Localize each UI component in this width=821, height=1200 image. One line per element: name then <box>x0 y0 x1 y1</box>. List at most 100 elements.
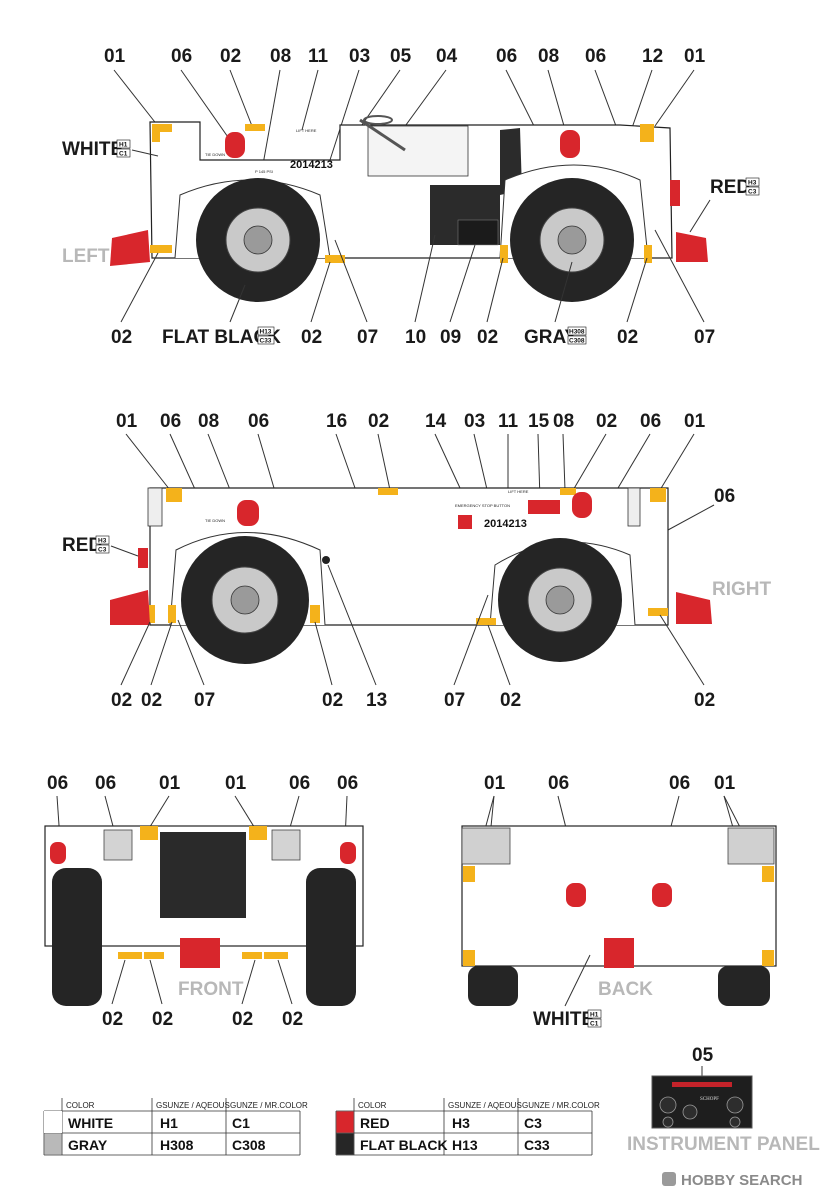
right-rear-hub <box>545 585 575 615</box>
t2-header-aqueous: GSUNZE / AQEOUS <box>448 1101 522 1110</box>
left-serial-number: 2014213 <box>290 159 333 171</box>
right-decal-02c <box>147 605 155 623</box>
callout-right-top-4: 06 <box>248 411 269 432</box>
t1-swatch-white <box>44 1111 62 1133</box>
t1-header-color: COLOR <box>66 1101 95 1110</box>
right-serial-number: 2014213 <box>484 518 527 530</box>
right-decal-02e <box>310 605 320 623</box>
left-stencil-lift: LIFT HERE <box>296 128 317 133</box>
front-lamp-left <box>103 829 133 861</box>
instrument-panel-inset: 05 SCHOPF INSTRUMENT PANEL <box>627 1045 820 1155</box>
right-decal-02f <box>476 618 496 625</box>
callout-left-top-6: 03 <box>349 46 370 67</box>
callout-right-top-10: 15 <box>528 411 550 432</box>
t2-row2-aqueous: H13 <box>452 1137 478 1153</box>
t1-row2-color: GRAY <box>68 1137 108 1153</box>
callout-left-top-4: 08 <box>270 46 291 67</box>
back-tie-down-right <box>652 883 672 907</box>
right-stencil-emergency: EMERGENCY STOP BUTTON <box>455 503 510 508</box>
left-stencil-tie: TIE DOWN <box>205 152 225 157</box>
callout-front-top-1: 06 <box>47 773 68 794</box>
callout-instrument: 05 <box>692 1045 714 1066</box>
gauge-3 <box>682 1104 698 1120</box>
right-red-plate <box>528 500 560 514</box>
callout-front-top-2: 06 <box>95 773 116 794</box>
t2-swatch-black <box>336 1133 354 1155</box>
callout-left-top-2: 06 <box>171 46 192 67</box>
callout-left-top-5: 11 <box>308 46 329 67</box>
gauge-5 <box>729 1116 741 1128</box>
flat-black-code-c: C33 <box>260 338 272 345</box>
left-steering-column <box>359 118 406 152</box>
left-view: 01 06 02 08 11 03 05 04 06 08 06 12 01 <box>62 46 760 348</box>
left-tie-down-rear <box>560 130 580 158</box>
right-tie-down-front <box>237 500 259 526</box>
right-front-lamp <box>147 487 163 527</box>
right-red-light <box>138 548 148 568</box>
front-view: 06 06 01 01 06 06 FRONT 02 02 02 <box>44 773 364 1030</box>
t2-row1-color: RED <box>360 1115 390 1131</box>
back-lamp-left <box>461 827 511 865</box>
right-front-hub <box>230 585 260 615</box>
callout-front-top-4: 01 <box>225 773 247 794</box>
t2-swatch-red <box>336 1111 354 1133</box>
left-stencil-psi: P 145 PSI <box>255 169 273 174</box>
left-decal-01a <box>152 124 172 132</box>
back-tow-hitch <box>604 938 634 968</box>
right-stencil-lift: LIFT HERE <box>508 489 529 494</box>
t1-row1-mrcolor: C1 <box>232 1115 250 1131</box>
right-tow-hitch-front <box>110 590 150 625</box>
t1-swatch-gray <box>44 1133 62 1155</box>
left-white-code-c: C1 <box>119 151 128 158</box>
callout-right-bottom-8: 02 <box>694 690 715 711</box>
back-decal-01c <box>463 950 475 966</box>
callout-left-bottom-7: 02 <box>617 327 638 348</box>
back-decal-01b <box>762 866 774 882</box>
right-red-code-h: H3 <box>98 538 107 545</box>
watermark-text: HOBBY SEARCH <box>681 1172 802 1189</box>
color-table-1: COLOR GSUNZE / AQEOUS GUNZE / MR.COLOR W… <box>43 1098 308 1156</box>
right-red-code-c: C3 <box>98 547 107 554</box>
right-decal-02g <box>648 608 668 616</box>
callout-right-bottom-1: 02 <box>111 690 132 711</box>
back-tie-down-left <box>566 883 586 907</box>
back-white-label: WHITE <box>533 1009 594 1030</box>
right-view: 01 06 08 06 16 02 14 03 11 15 08 02 06 0… <box>62 411 772 711</box>
callout-right-bottom-7: 02 <box>500 690 521 711</box>
callout-right-bottom-5: 13 <box>366 690 387 711</box>
front-lamp-right <box>271 829 301 861</box>
callout-right-top-6: 02 <box>368 411 389 432</box>
front-decal-01b <box>249 826 267 840</box>
callout-right-top-11: 08 <box>553 411 574 432</box>
callout-left-top-11: 06 <box>585 46 606 67</box>
callout-right-top-5: 16 <box>326 411 347 432</box>
callout-front-bottom-4: 02 <box>282 1009 303 1030</box>
callout-right-top-3: 08 <box>198 411 219 432</box>
right-tie-down-rear <box>572 492 592 518</box>
callout-front-bottom-3: 02 <box>232 1009 253 1030</box>
left-red-light <box>670 180 680 206</box>
callout-right-bottom-6: 07 <box>444 690 465 711</box>
gauge-1 <box>659 1096 677 1114</box>
back-lamp-right <box>727 827 775 865</box>
left-red-code-h: H3 <box>748 180 757 187</box>
back-view: 01 06 06 01 BACK WHITE H1 C1 <box>461 773 777 1030</box>
front-tie-down-left <box>50 842 66 864</box>
t1-row2-aqueous: H308 <box>160 1137 194 1153</box>
callout-front-top-5: 06 <box>289 773 310 794</box>
indicator-lights <box>672 1082 732 1087</box>
left-decal-02b <box>150 245 172 253</box>
callout-right-top-13: 06 <box>640 411 661 432</box>
callout-left-bottom-2: 02 <box>301 327 322 348</box>
callout-left-bottom-1: 02 <box>111 327 132 348</box>
left-decal-02c <box>325 255 345 263</box>
front-tow-hitch <box>180 938 220 968</box>
left-seat-panel <box>367 125 469 177</box>
back-decal-01d <box>762 950 774 966</box>
back-white-code-h: H1 <box>590 1012 599 1019</box>
front-decal-01a <box>140 826 158 840</box>
callout-back-top-2: 06 <box>548 773 569 794</box>
left-decal-01b <box>152 124 160 142</box>
front-decal-02c <box>242 952 262 959</box>
front-decal-02d <box>264 952 288 959</box>
